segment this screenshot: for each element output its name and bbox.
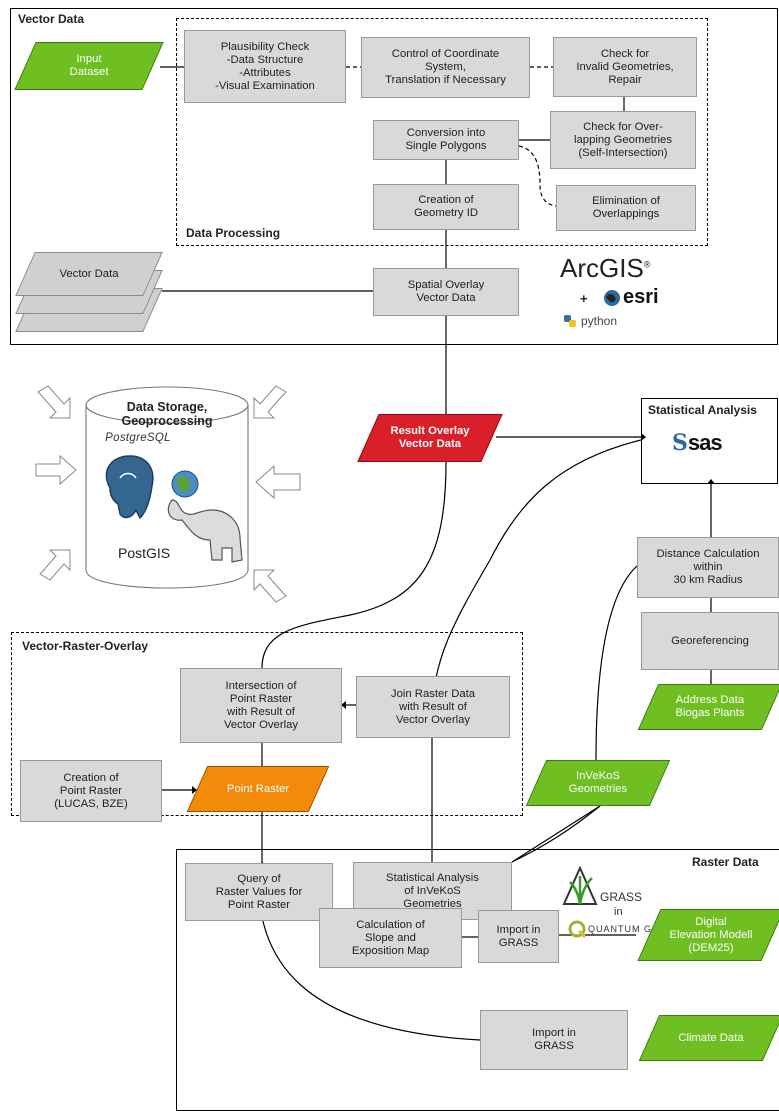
intersection-node[interactable]: Intersection of Point Raster with Result… — [180, 668, 342, 743]
arrow-in-top-right — [253, 385, 287, 419]
data-processing-section-title: Data Processing — [186, 226, 281, 240]
single-polygons-node[interactable]: Conversion into Single Polygons — [373, 120, 519, 160]
vector-data-stack-node[interactable]: Vector Data — [15, 252, 163, 296]
overlapping-check-node[interactable]: Check for Over- lapping Geometries (Self… — [550, 111, 696, 169]
import-grass-2-node[interactable]: Import in GRASS — [480, 1010, 628, 1070]
vector-data-frame — [10, 8, 778, 345]
result-overlay-node[interactable]: Result Overlay Vector Data — [357, 414, 503, 462]
plausibility-check-node[interactable]: Plausibility Check -Data Structure -Attr… — [184, 30, 346, 103]
grass-qgis-logo: GRASS in QUANTUM GIS — [560, 866, 670, 946]
distance-calculation-node[interactable]: Distance Calculation within 30 km Radius — [637, 537, 779, 598]
arrow-creation-pointraster — [192, 786, 197, 794]
postgis-elephant-icon — [167, 499, 243, 563]
georeferencing-node[interactable]: Georeferencing — [641, 612, 779, 670]
arrow-in-left — [35, 454, 77, 486]
coordinate-control-node[interactable]: Control of Coordinate System, Translatio… — [361, 37, 530, 98]
point-raster-node[interactable]: Point Raster — [186, 766, 330, 812]
raster-data-section-title: Raster Data — [692, 855, 759, 869]
arrow-result-statistics — [641, 433, 646, 441]
esri-logo: esri — [603, 286, 659, 309]
vector-raster-overlay-section-title: Vector-Raster-Overlay — [22, 639, 149, 653]
statistical-analysis-section-title: Statistical Analysis — [648, 403, 757, 417]
spatial-overlay-node[interactable]: Spatial Overlay Vector Data — [373, 268, 519, 316]
postgis-globe-icon — [171, 470, 199, 498]
arrow-join-intersection — [341, 701, 346, 709]
invekos-geometries-node[interactable]: InVeKoS Geometries — [525, 760, 671, 806]
query-raster-node[interactable]: Query of Raster Values for Point Raster — [185, 863, 333, 921]
import-grass-1-node[interactable]: Import in GRASS — [478, 910, 559, 963]
arrow-distance-statistics — [707, 479, 715, 484]
vector-data-section-title: Vector Data — [18, 12, 85, 26]
dem-node[interactable]: Digital Elevation Modell (DEM25) — [637, 909, 779, 961]
data-processing-frame — [176, 18, 708, 246]
qgis-icon — [568, 920, 586, 938]
sas-swirl-icon: S — [672, 430, 688, 456]
plus-sign: + — [580, 291, 588, 306]
data-storage-title: Data Storage, Geoprocessing — [121, 400, 213, 428]
geometry-id-node[interactable]: Creation of Geometry ID — [373, 184, 519, 230]
arcgis-logo: ArcGIS® — [560, 253, 651, 283]
postgresql-elephant-icon — [105, 455, 154, 520]
edge-invekos-statistical — [511, 805, 601, 863]
postgresql-logo-text: PostgreSQL — [105, 432, 171, 444]
sas-logo: S sas — [672, 430, 723, 456]
edge-result-intersection — [261, 461, 447, 669]
input-dataset-node[interactable]: Input Dataset — [14, 42, 164, 90]
edge-single-elimination — [518, 145, 557, 207]
globe-icon — [604, 289, 620, 306]
arrow-in-bottom-left — [39, 549, 71, 581]
postgis-label: PostGIS — [118, 545, 171, 561]
arrow-in-top-left — [37, 385, 71, 419]
arrow-in-right — [255, 464, 301, 500]
slope-exposition-node[interactable]: Calculation of Slope and Exposition Map — [319, 908, 462, 968]
arrow-in-bottom-right — [253, 569, 287, 603]
edge-distance-invekos — [595, 565, 638, 761]
creation-point-raster-node[interactable]: Creation of Point Raster (LUCAS, BZE) — [20, 760, 162, 822]
edge-statistics-join — [431, 439, 642, 717]
vector-raster-overlay-frame — [11, 632, 523, 816]
elimination-overlappings-node[interactable]: Elimination of Overlappings — [556, 185, 696, 231]
python-snake-icon — [564, 315, 576, 327]
address-data-node[interactable]: Address Data Biogas Plants — [637, 684, 779, 730]
invalid-geometries-node[interactable]: Check for Invalid Geometries, Repair — [553, 37, 697, 97]
edge-invekos-statistical-b — [511, 805, 601, 863]
join-raster-node[interactable]: Join Raster Data with Result of Vector O… — [356, 676, 510, 738]
grass-icon — [562, 866, 598, 905]
climate-data-node[interactable]: Climate Data — [638, 1015, 779, 1061]
python-logo: python — [562, 313, 617, 329]
